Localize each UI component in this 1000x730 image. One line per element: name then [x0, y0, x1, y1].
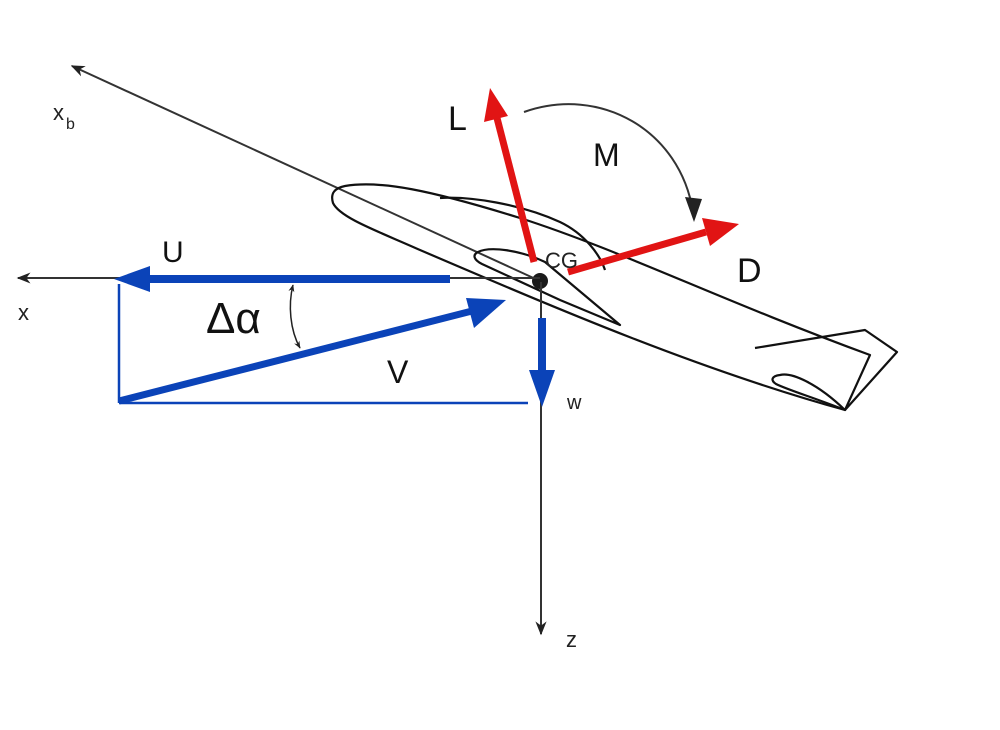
lift-vector-head [484, 88, 508, 122]
v-vector-head [466, 298, 506, 328]
airplane-outline [331, 183, 899, 412]
canopy [439, 196, 607, 271]
fuselage [331, 183, 872, 412]
cg-label: CG [545, 248, 578, 273]
w-label: w [566, 392, 582, 414]
drag-vector [567, 228, 707, 276]
x-axis-label: x [18, 300, 29, 325]
moment-arrow-head [685, 197, 702, 222]
u-label: U [162, 236, 184, 269]
w-vector-head [529, 370, 555, 407]
v-vector [118, 307, 473, 405]
v-label: V [387, 354, 409, 390]
vertical-tail [754, 328, 899, 411]
horizontal-stabilizer [771, 373, 847, 412]
body-axis-xb [70, 65, 541, 282]
wing [473, 248, 622, 327]
delta-alpha-label: Δα [206, 294, 261, 343]
lift-vector [493, 117, 538, 263]
drag-label: D [737, 252, 762, 290]
lift-label: L [448, 100, 467, 138]
delta-alpha-arc [288, 284, 301, 349]
drag-vector-head [702, 218, 739, 246]
u-vector-head [114, 266, 150, 292]
moment-label: M [593, 137, 620, 173]
moment-arc [523, 103, 694, 213]
z-axis-label: z [566, 627, 577, 652]
